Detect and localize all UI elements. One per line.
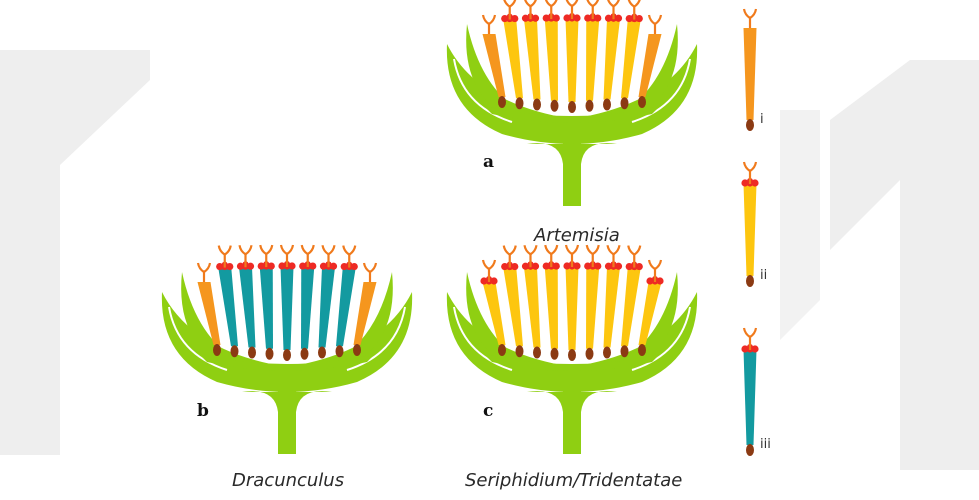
floret-b-3	[258, 245, 275, 360]
panel-label-c: c	[483, 401, 493, 421]
floret-b-6	[318, 245, 337, 358]
capitulum-b	[162, 245, 412, 454]
floret-a-3	[543, 0, 560, 112]
panel-label-b: b	[197, 401, 209, 421]
floret-b-2	[237, 245, 256, 358]
floret-c-4	[563, 245, 580, 361]
floret-a-2	[522, 0, 541, 111]
floret-a-6	[603, 0, 622, 111]
capitulum-c	[447, 245, 697, 454]
legend-numeral-iii: iii	[760, 437, 771, 452]
floret-c-2	[522, 245, 541, 358]
capitulum-a	[447, 0, 697, 206]
floret-a-4	[563, 0, 580, 113]
panel-label-a: a	[483, 152, 494, 172]
legend-floret-i	[744, 9, 757, 131]
floret-b-5	[299, 245, 316, 360]
floret-c-5	[584, 245, 601, 360]
watermark-left-shape	[0, 50, 150, 455]
legend-numeral-i: i	[760, 112, 764, 127]
floret-a-5	[584, 0, 601, 112]
caption-artemisia: Artemisia	[534, 225, 620, 246]
floret-c-6	[603, 245, 622, 358]
legend-floret-ii	[741, 162, 758, 287]
floret-c-3	[543, 245, 560, 360]
watermark-right-shape	[830, 60, 979, 470]
caption-dracunculus: Dracunculus	[232, 470, 344, 491]
watermark-right-bar	[780, 110, 820, 340]
legend-floret-iii	[741, 328, 758, 456]
legend-numeral-ii: ii	[760, 268, 767, 283]
floret-b-4	[278, 245, 295, 361]
caption-seriphidium: Seriphidium/Tridentatae	[465, 470, 682, 491]
